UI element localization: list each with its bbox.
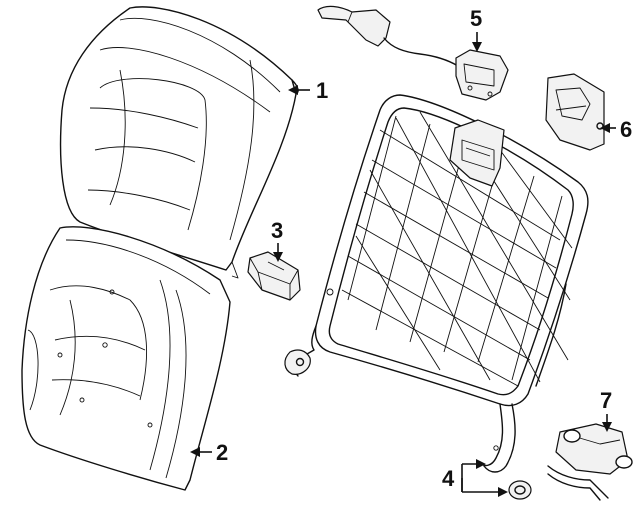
part-7-recliner[interactable] <box>547 423 633 501</box>
callout-1: 1 <box>288 78 328 103</box>
callout-1-label: 1 <box>316 78 328 103</box>
part-5-release-cable[interactable] <box>317 5 509 101</box>
callout-5-label: 5 <box>470 6 482 31</box>
callout-4-label: 4 <box>442 466 455 491</box>
part-2-seat-back-pad[interactable] <box>21 226 231 491</box>
callout-6: 6 <box>600 117 632 142</box>
callout-7: 7 <box>600 388 612 432</box>
callout-4: 4 <box>442 459 508 497</box>
callout-3: 3 <box>271 218 283 262</box>
callout-6-label: 6 <box>620 117 632 142</box>
callout-2: 2 <box>190 440 228 465</box>
callout-5: 5 <box>470 6 482 52</box>
callout-7-label: 7 <box>600 388 612 413</box>
callout-2-label: 2 <box>216 440 228 465</box>
part-6-latch-plate[interactable] <box>545 73 605 151</box>
part-4-bushing[interactable] <box>508 480 532 500</box>
seat-back-frame[interactable] <box>284 94 589 473</box>
part-3-bracket[interactable] <box>247 251 301 301</box>
callout-3-label: 3 <box>271 218 283 243</box>
